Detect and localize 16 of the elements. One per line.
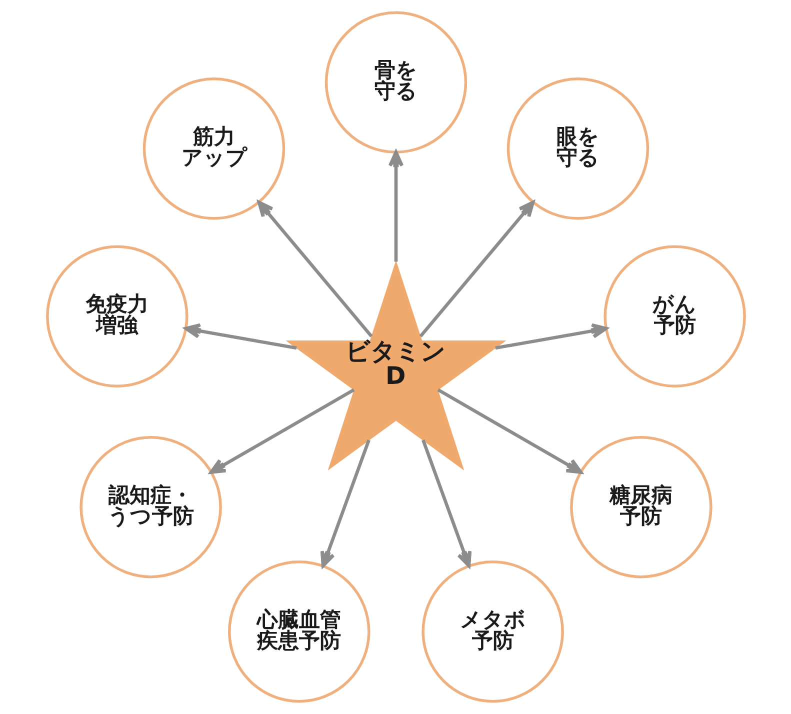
arrow <box>388 150 404 262</box>
node-circle: 免疫力増強 <box>46 245 188 388</box>
node-circle: メタボ予防 <box>421 560 564 703</box>
arrow <box>494 323 608 350</box>
arrow <box>418 200 534 338</box>
arrow <box>184 323 296 350</box>
arrow <box>209 388 354 474</box>
node-circle: 心臓血管疾患予防 <box>228 560 370 703</box>
arrow <box>436 388 582 474</box>
node-circle: がん予防 <box>603 245 746 388</box>
node-circle: 糖尿病予防 <box>570 436 712 578</box>
node-circle: 骨を守る <box>324 11 467 154</box>
node-circle: 認知症・うつ予防 <box>79 436 222 578</box>
arrow <box>320 439 370 568</box>
arrow <box>256 200 372 338</box>
arrow <box>421 439 472 568</box>
